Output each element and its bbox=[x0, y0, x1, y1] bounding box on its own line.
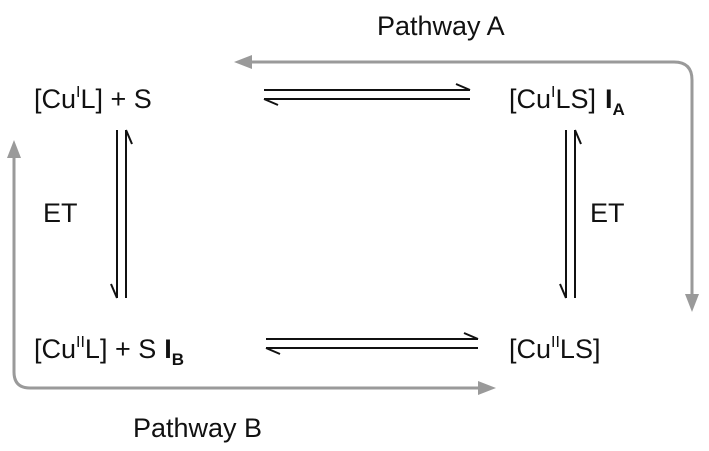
species-bottom-left: [CuIIL] + S IB bbox=[34, 334, 184, 369]
intermediate-a-subscript: A bbox=[613, 100, 625, 119]
species-top-right-open: [Cu bbox=[509, 84, 551, 114]
intermediate-a-label: I bbox=[605, 84, 613, 114]
species-bottom-left-close: L] + S bbox=[85, 334, 156, 364]
intermediate-b-label: I bbox=[164, 334, 172, 364]
equilibrium-arrow-right bbox=[559, 129, 582, 299]
equilibrium-arrow-left bbox=[110, 129, 133, 299]
species-top-right: [CuILS]IA bbox=[509, 84, 625, 119]
species-bottom-right-close: LS] bbox=[560, 334, 601, 364]
species-bottom-right: [CuIILS] bbox=[509, 334, 600, 364]
species-top-left-open: [Cu bbox=[34, 84, 76, 114]
et-label-right: ET bbox=[590, 198, 625, 228]
pathway-b-arrow bbox=[7, 140, 496, 395]
pathway-a-arrow bbox=[234, 55, 699, 312]
species-top-right-close: LS] bbox=[555, 84, 596, 114]
species-bottom-left-open: [Cu bbox=[34, 334, 76, 364]
et-label-left: ET bbox=[43, 198, 78, 228]
pathway-a-label: Pathway A bbox=[377, 11, 505, 41]
species-top-left-close: L] + S bbox=[80, 84, 151, 114]
species-top-left-oxidation-state: I bbox=[76, 84, 80, 101]
intermediate-b-subscript: B bbox=[172, 350, 184, 369]
species-bottom-right-oxidation-state: II bbox=[551, 334, 560, 351]
species-top-right-oxidation-state: I bbox=[551, 84, 555, 101]
equilibrium-arrow-bottom bbox=[265, 332, 479, 355]
species-bottom-right-open: [Cu bbox=[509, 334, 551, 364]
species-bottom-left-oxidation-state: II bbox=[76, 334, 85, 351]
equilibrium-arrow-top bbox=[263, 83, 471, 106]
species-top-left: [CuIL] + S bbox=[34, 84, 152, 114]
pathway-b-label: Pathway B bbox=[133, 413, 262, 443]
